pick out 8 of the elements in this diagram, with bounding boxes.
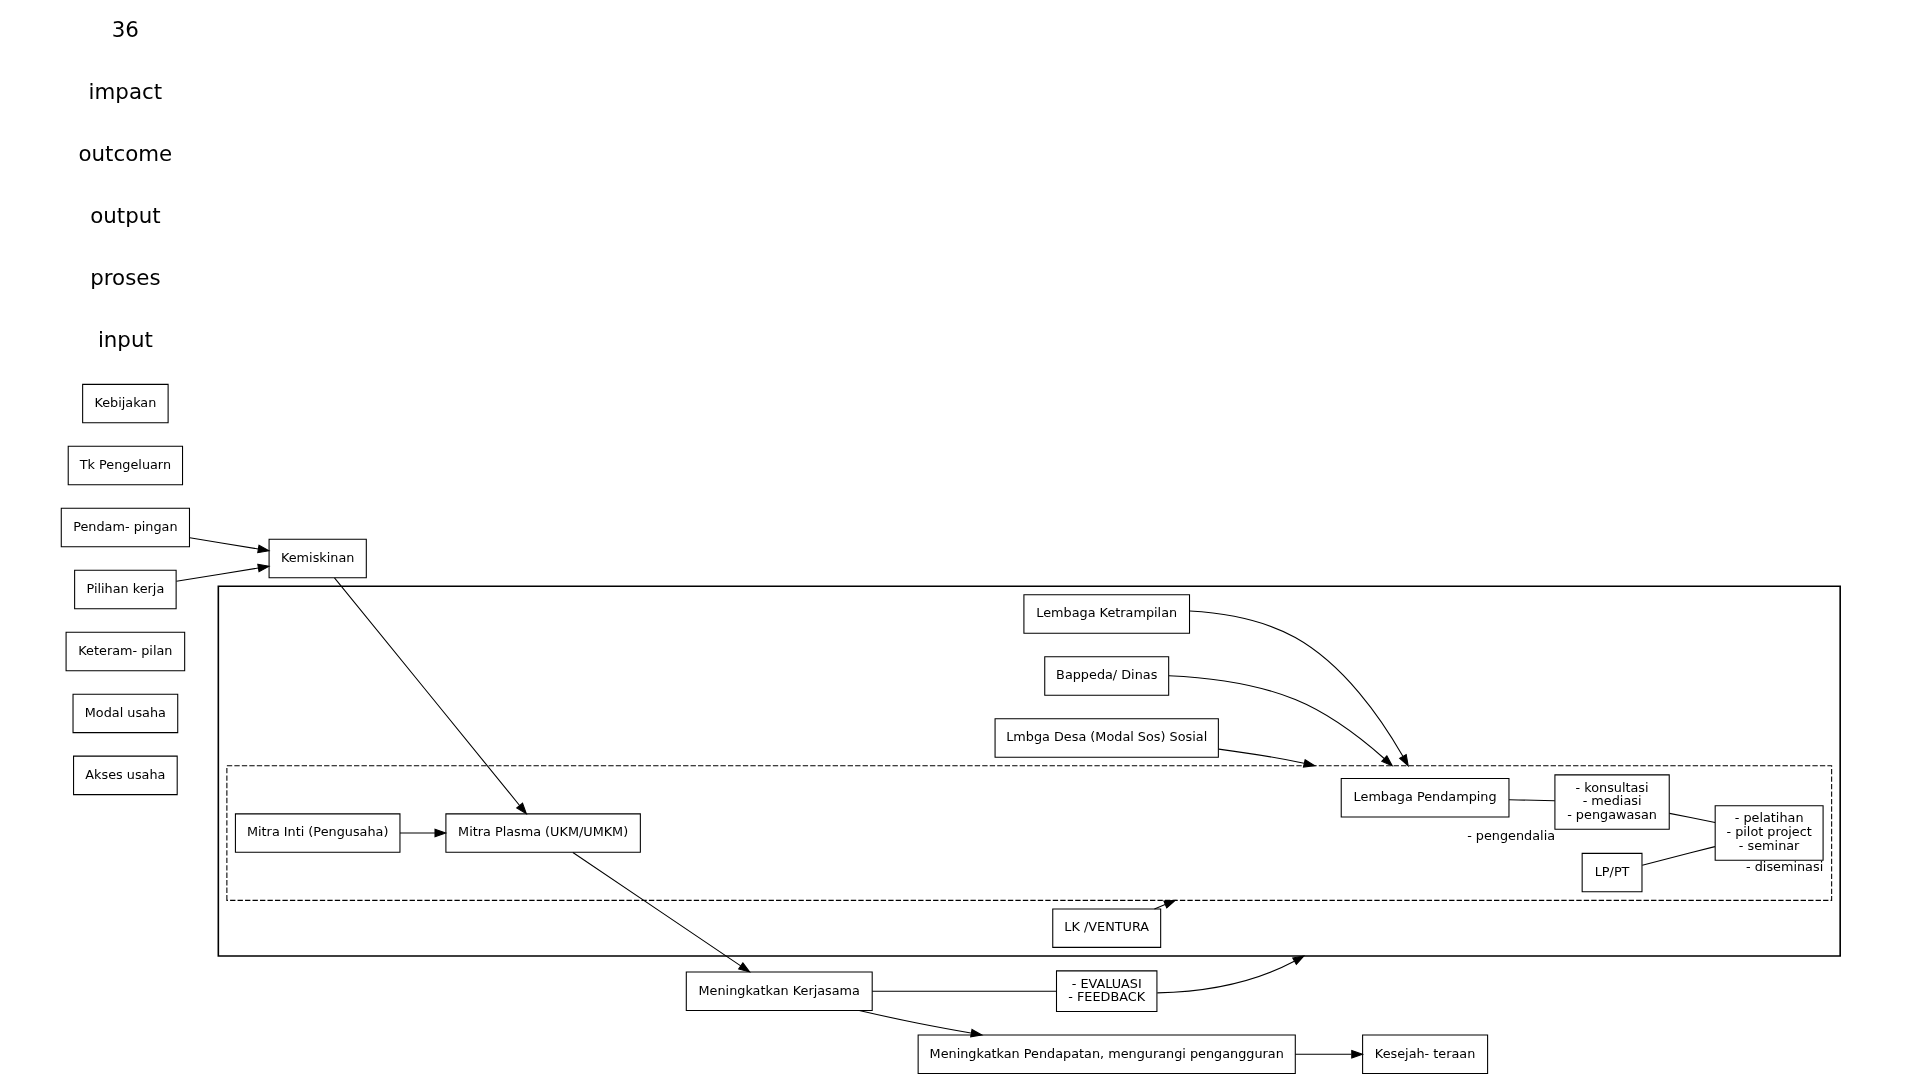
node-label: - diseminasi [1746, 858, 1824, 874]
node-label: - pengendalia [1467, 827, 1556, 843]
label: 36 [111, 17, 139, 43]
label: output [90, 203, 161, 229]
label: input [97, 326, 153, 352]
label: outcome [78, 141, 173, 167]
label: impact [88, 79, 163, 105]
label: proses [90, 264, 161, 290]
